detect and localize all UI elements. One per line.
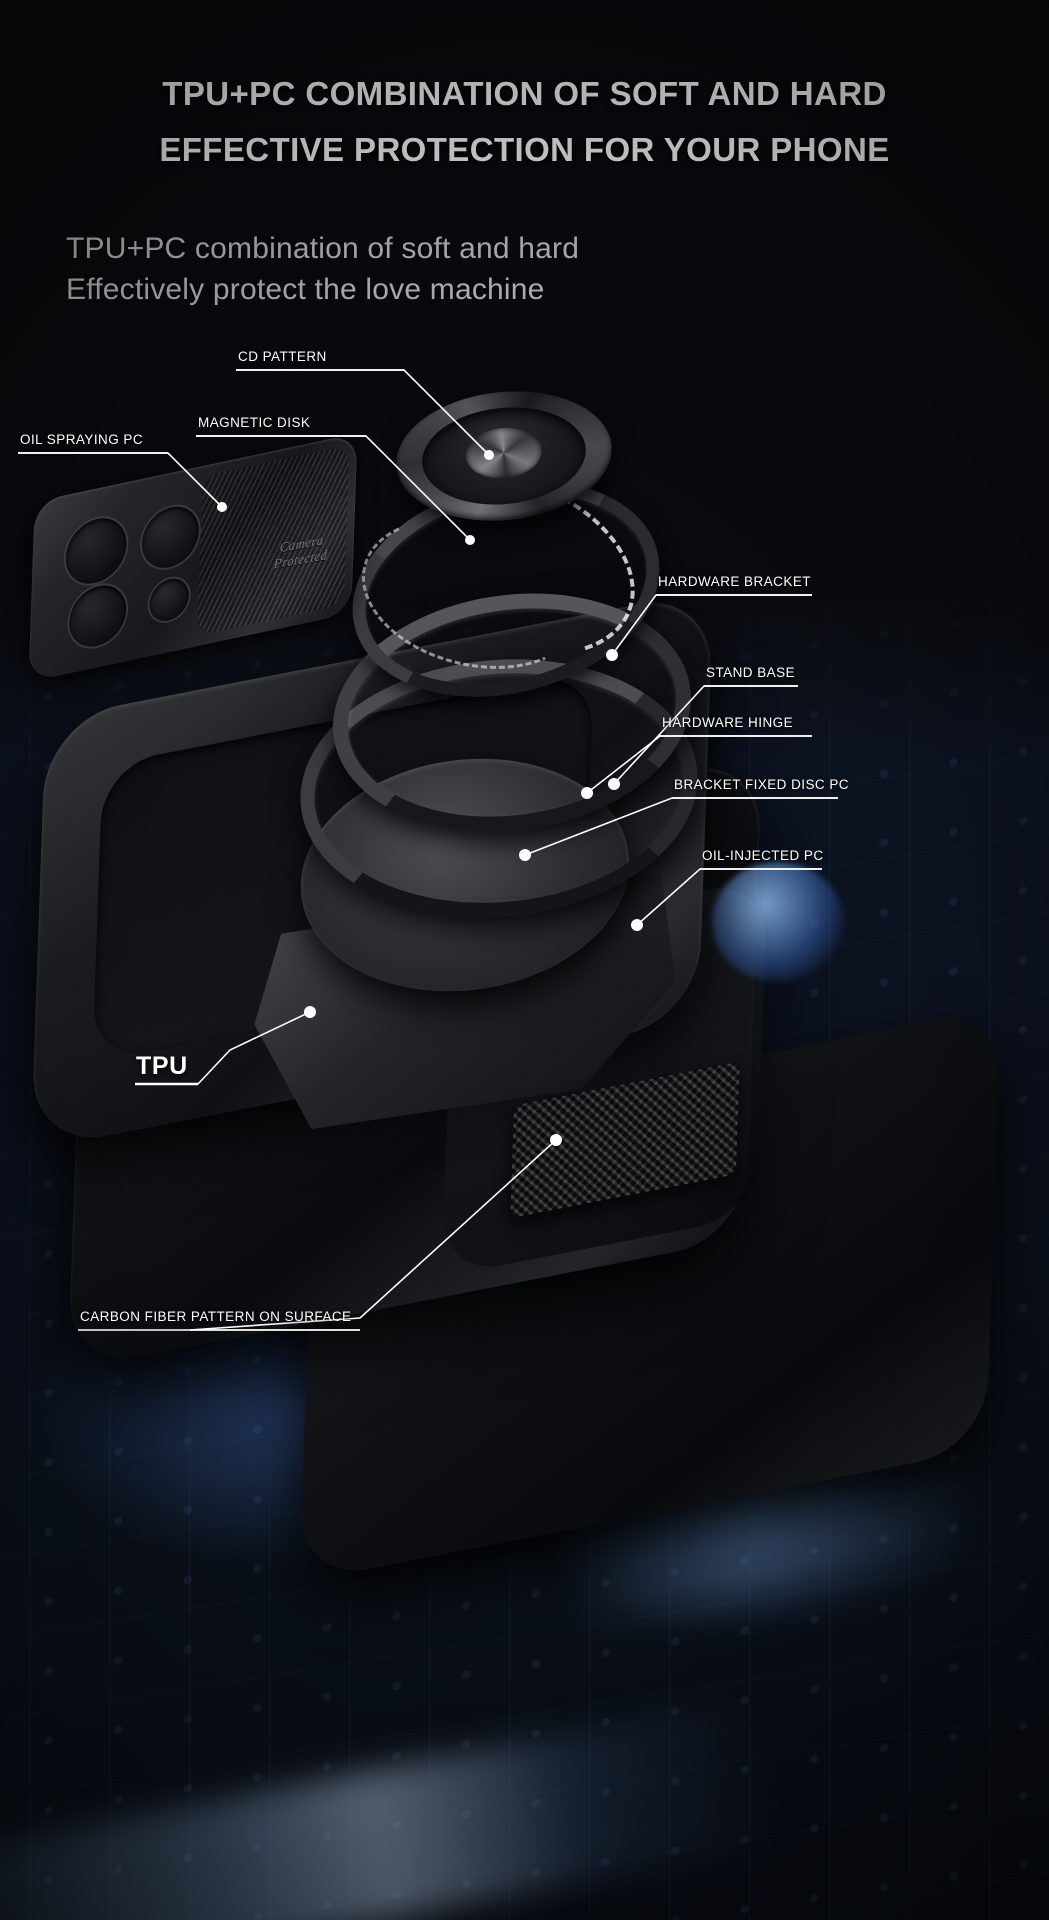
callout-label-hardware-bracket: HARDWARE BRACKET [658,574,811,589]
callout-label-cd-pattern: CD PATTERN [238,349,327,364]
callout-label-oil-injected-pc: OIL-INJECTED PC [702,848,824,863]
callout-label-oil-spraying-pc: OIL SPRAYING PC [20,432,144,447]
callout-label-stand-base: STAND BASE [706,665,796,680]
callout-label-hardware-hinge: HARDWARE HINGE [662,715,794,730]
callout-label-magnetic-disk: MAGNETIC DISK [198,415,311,430]
callout-label-bracket-fixed-disc-pc: BRACKET FIXED DISC PC [674,777,849,792]
blue-light-orb [712,862,844,982]
callout-label-carbon-fiber: CARBON FIBER PATTERN ON SURFACE [80,1309,352,1324]
magnetic-disc [389,381,619,531]
callout-label-tpu: TPU [136,1052,188,1080]
oil-sprayed-pc-plate: Camera Protected [28,433,358,682]
